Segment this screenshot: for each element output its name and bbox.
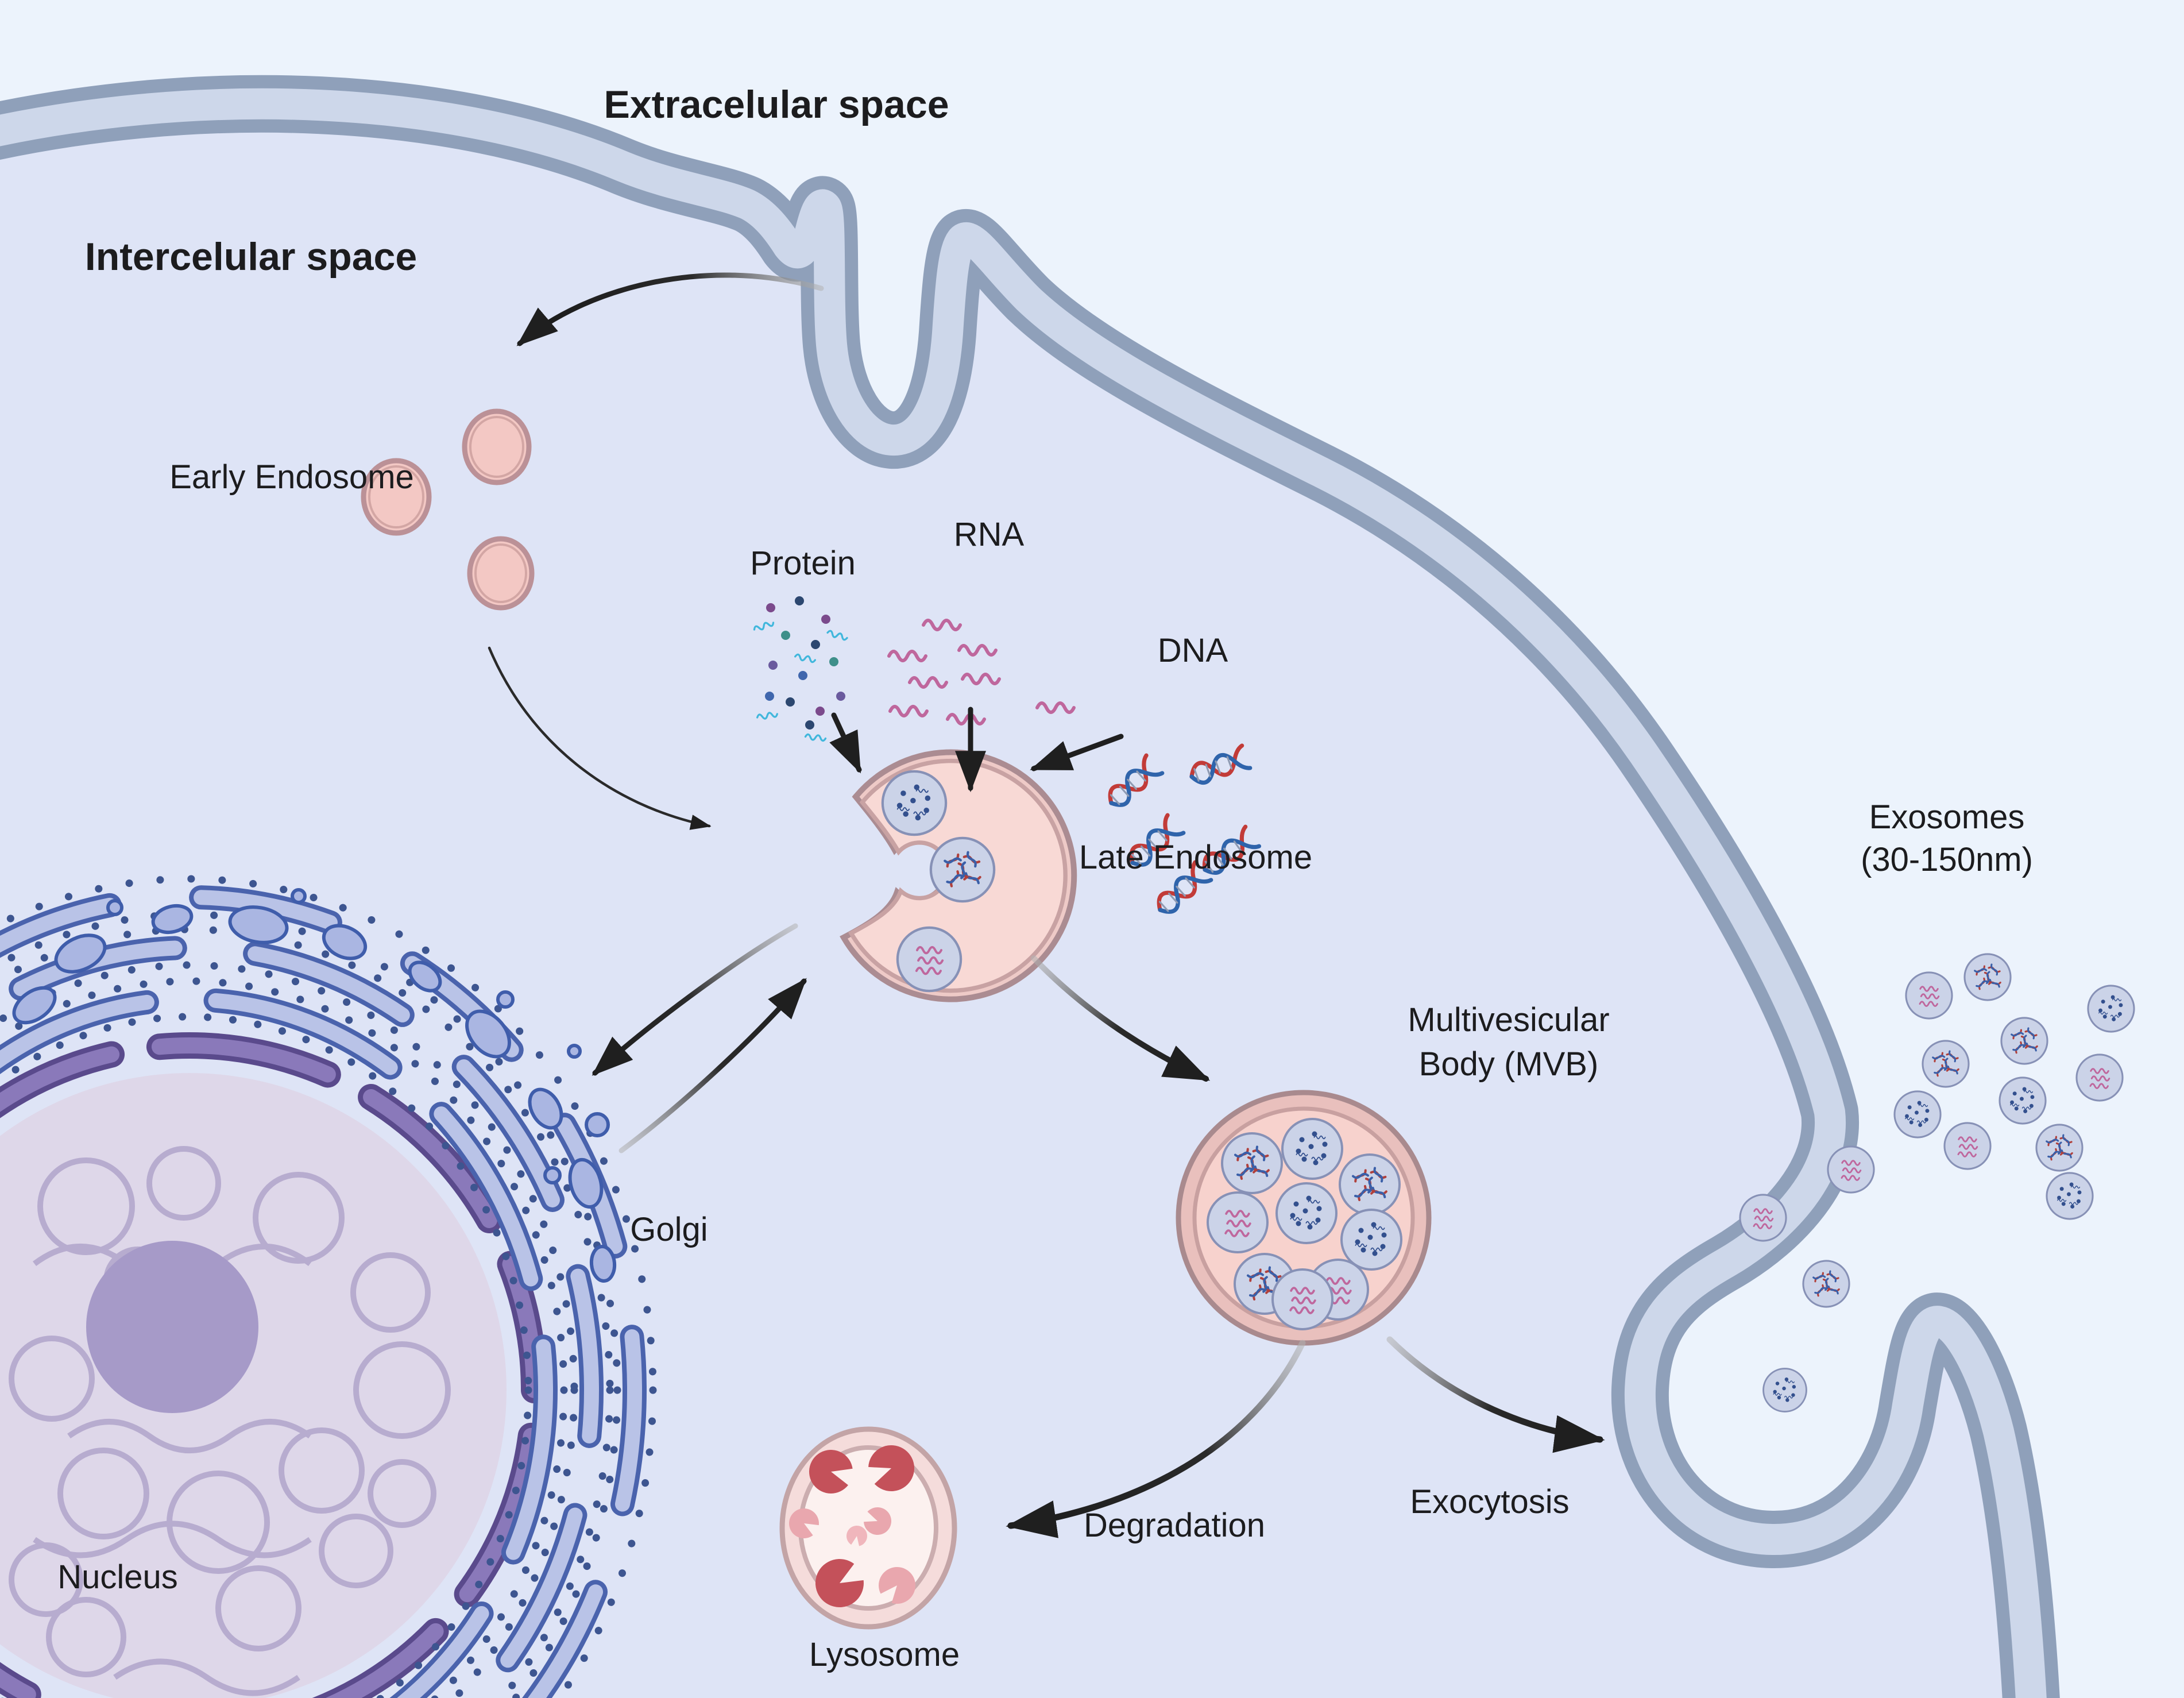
lysosome-label: Lysosome — [809, 1636, 960, 1673]
exosomes-label-line2: (30-150nm) — [1861, 841, 2033, 878]
protein-label: Protein — [750, 545, 856, 582]
late-endosome — [840, 749, 1077, 1002]
rna-label: RNA — [954, 516, 1025, 553]
arrow-le-to-mvb — [1031, 955, 1211, 1082]
lysosome — [779, 1426, 957, 1630]
golgi-label: Golgi — [630, 1211, 708, 1248]
exosomes-label-line1: Exosomes — [1869, 798, 2025, 836]
arrow-dna — [1030, 734, 1124, 771]
arrow-golgi-to-le — [619, 978, 807, 1153]
nucleus-label: Nucleus — [57, 1558, 178, 1596]
arrow-protein — [829, 712, 862, 774]
arrow-degradation — [1006, 1340, 1306, 1538]
golgi-transport-vesicle — [585, 1112, 610, 1137]
early-endosome-vesicles — [361, 408, 535, 611]
early-endosome-vesicle — [467, 536, 535, 611]
arrow-to-late-endosome — [488, 646, 712, 830]
golgi-transport-vesicle — [543, 1166, 562, 1184]
protein-molecules-icon — [752, 596, 849, 742]
exocytosis-pocket-interior — [1646, 1143, 1931, 1533]
early-endosome-label: Early Endosome — [169, 458, 414, 496]
mvb-label-line2: Body (MVB) — [1419, 1045, 1599, 1083]
arrows — [488, 272, 1605, 1538]
extracellular-space-label: Extracelular space — [604, 83, 949, 126]
intracellular-space-label: Intercelular space — [85, 235, 417, 279]
exocytosis-label: Exocytosis — [1410, 1483, 1569, 1521]
cell-membrane — [0, 75, 2060, 1698]
exosome-in-pocket — [1764, 1369, 1807, 1412]
dna-label: DNA — [1158, 632, 1228, 669]
arrow-exocytosis — [1386, 1336, 1605, 1453]
mvb-label-line1: Multivesicular — [1408, 1001, 1609, 1039]
endoplasmic-reticulum — [0, 875, 657, 1698]
multivesicular-body — [1176, 1090, 1432, 1346]
arrow-endocytosis — [516, 272, 824, 346]
early-endosome-vesicle — [361, 458, 432, 536]
golgi-apparatus — [12, 888, 617, 1283]
degradation-label: Degradation — [1084, 1507, 1265, 1544]
early-endosome-vesicle — [462, 408, 532, 485]
late-endosome-label: Late Endosome — [1079, 839, 1312, 876]
nucleolus — [86, 1241, 258, 1413]
ribosome-dots — [0, 1013, 532, 1698]
arrow-le-to-golgi — [592, 923, 798, 1076]
